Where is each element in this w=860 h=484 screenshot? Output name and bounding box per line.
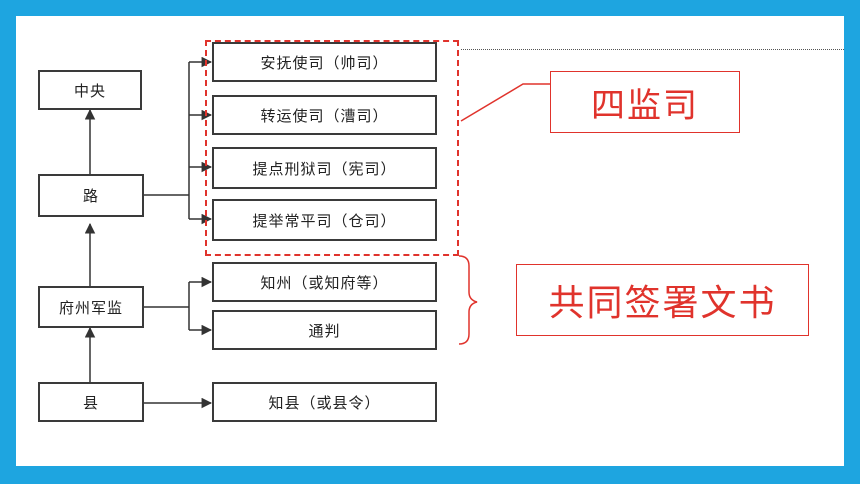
prefecture-box: 府州军监 xyxy=(38,286,144,328)
four-supervisors-callout: 四监司 xyxy=(550,71,740,133)
county-magistrate-box: 知县（或县令） xyxy=(212,382,437,422)
supervisor-tiju-box: 提举常平司（仓司） xyxy=(212,199,437,241)
dotted-divider xyxy=(461,49,844,50)
tongpan-box: 通判 xyxy=(212,310,437,350)
callout-connector-line xyxy=(460,83,550,122)
slide-canvas: 中央 路 府州军监 县 安抚使司（帅司） 转运使司（漕司） 提点刑狱司（宪司） … xyxy=(16,16,844,466)
supervisor-zhuanyun-box: 转运使司（漕司） xyxy=(212,95,437,135)
supervisor-anfu-box: 安抚使司（帅司） xyxy=(212,42,437,82)
curly-brace xyxy=(458,255,478,345)
zhizhou-box: 知州（或知府等） xyxy=(212,262,437,302)
connector-lines xyxy=(84,56,550,409)
supervisor-tidian-box: 提点刑狱司（宪司） xyxy=(212,147,437,189)
four-supervisors-group xyxy=(205,40,459,256)
county-box: 县 xyxy=(38,382,144,422)
co-sign-callout: 共同签署文书 xyxy=(516,264,809,336)
center-box: 中央 xyxy=(38,70,142,110)
route-box: 路 xyxy=(38,174,144,217)
